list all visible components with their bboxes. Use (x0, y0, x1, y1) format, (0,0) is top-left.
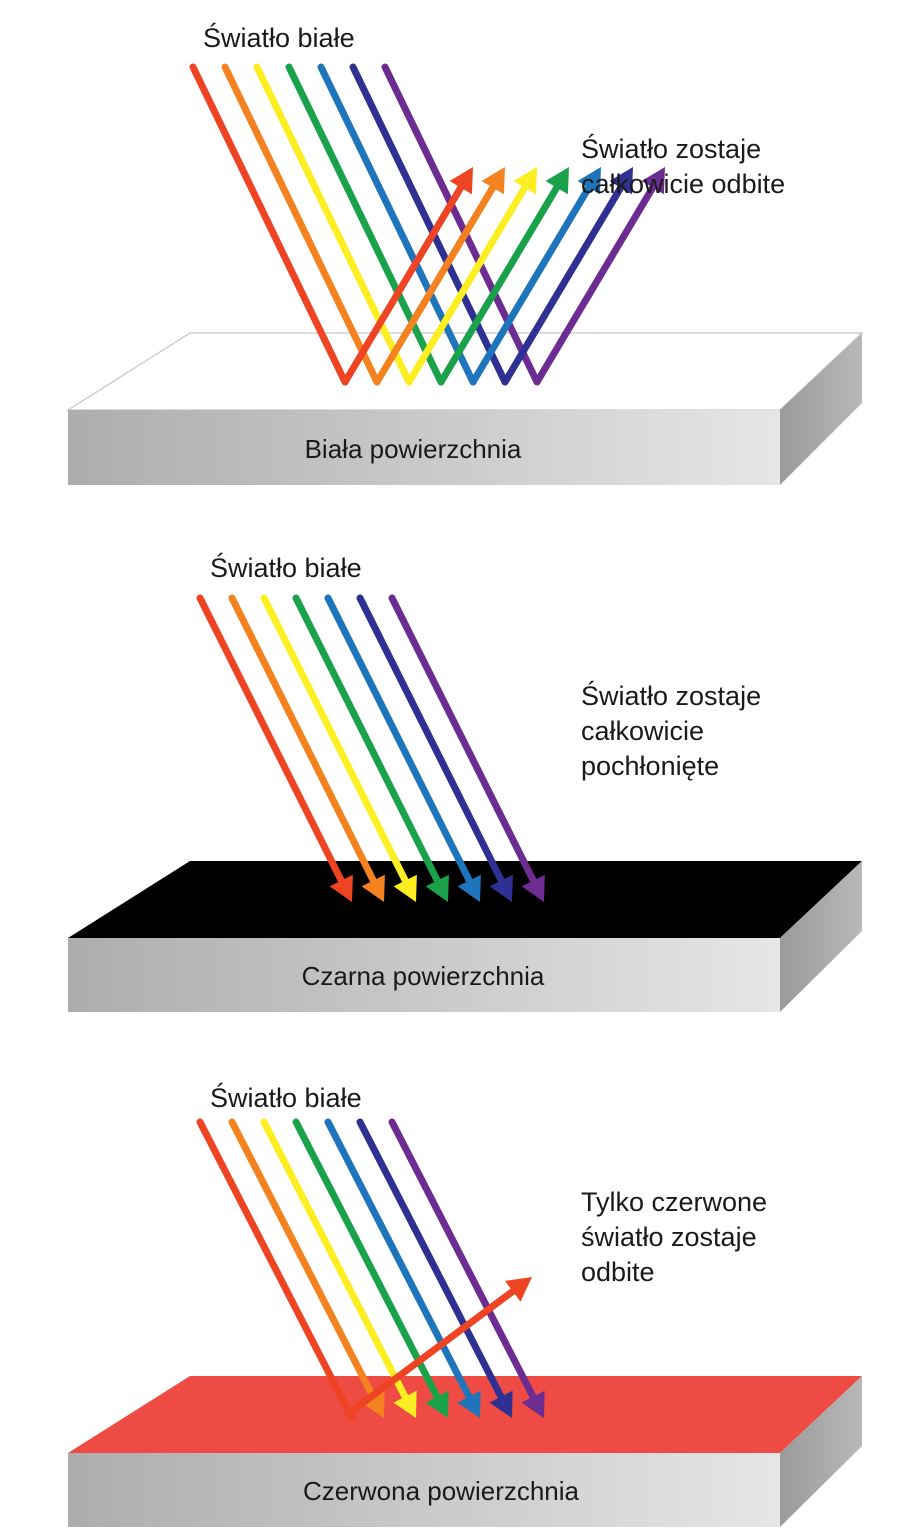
absorbed-ray (392, 1122, 545, 1418)
note-line: Tylko czerwone (581, 1187, 767, 1217)
absorbed-ray (360, 1122, 513, 1418)
note-text: Światło zostaje całkowicie pochłonięte (581, 679, 769, 781)
note-line: całkowicie (581, 716, 704, 746)
surface-label: Czerwona powierzchnia (303, 1476, 580, 1506)
note-line: światło zostaje (581, 1222, 757, 1252)
incident-ray (200, 1122, 352, 1418)
absorbed-ray (232, 1122, 385, 1418)
note-text: Tylko czerwone światło zostaje odbite (581, 1187, 775, 1287)
note-line: pochłonięte (581, 751, 719, 781)
absorbed-ray (296, 1122, 449, 1418)
surface-label: Czarna powierzchnia (302, 961, 545, 991)
incident-light-label: Światło białe (210, 551, 362, 583)
surface-label: Biała powierzchnia (305, 434, 522, 464)
note-line: Światło zostaje (581, 132, 761, 164)
absorbed-ray (200, 598, 353, 902)
note-line: Światło zostaje (581, 679, 761, 711)
note-line: odbite (581, 1257, 655, 1287)
incident-light-label: Światło białe (203, 21, 355, 53)
absorbed-ray (328, 598, 481, 902)
panel-red-surface: Światło białe Tylko czerwone światło zos… (68, 1081, 862, 1527)
absorbed-ray (296, 598, 449, 902)
panel-black-surface: Światło białe Światło zostaje całkowicie… (68, 551, 862, 1012)
absorbed-ray (232, 598, 385, 902)
absorbed-ray (392, 598, 545, 902)
absorbed-ray (360, 598, 513, 902)
light-rays (200, 598, 545, 902)
note-line: całkowicie odbite (581, 169, 785, 199)
absorbed-ray (264, 598, 417, 902)
absorbed-ray (264, 1122, 417, 1418)
light-rays (200, 1122, 545, 1418)
incident-light-label: Światło białe (210, 1081, 362, 1113)
panel-white-surface: Światło białe Światło zostaje całkowicie… (68, 21, 862, 485)
note-text: Światło zostaje całkowicie odbite (581, 132, 785, 199)
